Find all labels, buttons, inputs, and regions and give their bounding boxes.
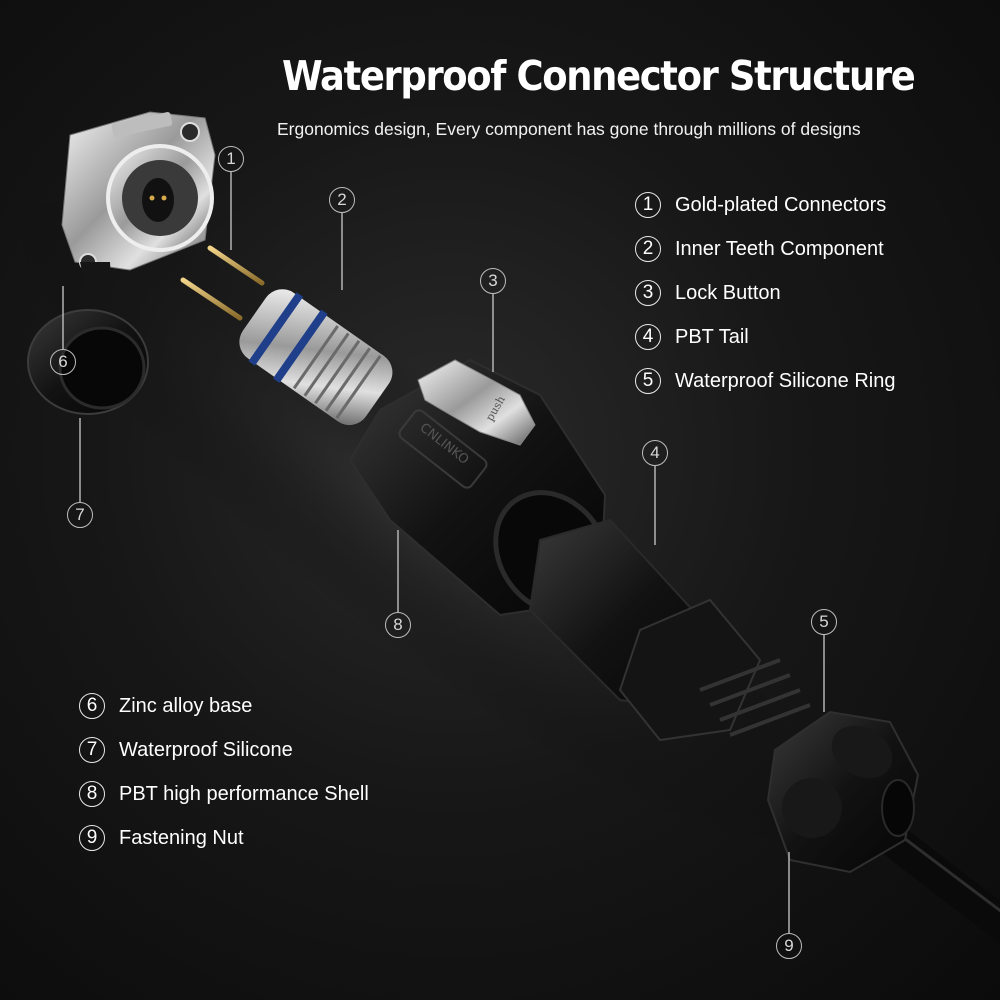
legend-number: 7 <box>79 737 105 763</box>
callout-number: 4 <box>650 443 660 462</box>
legend-number: 5 <box>635 368 661 394</box>
callout-9: 9 <box>776 933 802 959</box>
callout-8: 8 <box>385 612 411 638</box>
callout-number: 5 <box>819 612 829 631</box>
callout-6: 6 <box>50 349 76 375</box>
callout-number: 9 <box>784 936 794 955</box>
legend-number: 8 <box>79 781 105 807</box>
pbt-tail <box>528 518 811 742</box>
callout-number: 3 <box>488 271 498 290</box>
legend-item: 4 PBT Tail <box>635 315 895 359</box>
callout-1: 1 <box>218 146 244 172</box>
legend-item: 3 Lock Button <box>635 271 895 315</box>
gold-pins <box>180 245 265 321</box>
legend-label: Waterproof Silicone Ring <box>675 369 896 392</box>
legend-label: Waterproof Silicone <box>119 738 293 761</box>
callout-4: 4 <box>642 440 668 466</box>
legend-label: Zinc alloy base <box>119 694 253 717</box>
legend-top: 1 Gold-plated Connectors 2 Inner Teeth Com… <box>635 183 895 403</box>
legend-label: PBT high performance Shell <box>119 782 369 805</box>
legend-item: 5 Waterproof Silicone Ring <box>635 359 895 403</box>
legend-number: 6 <box>79 693 105 719</box>
legend-item: 8 PBT high performance Shell <box>79 772 369 816</box>
legend-label: Gold-plated Connectors <box>675 193 887 216</box>
callout-7: 7 <box>67 502 93 528</box>
fastening-nut <box>766 710 920 874</box>
callout-5: 5 <box>811 609 837 635</box>
legend-label: Inner Teeth Component <box>675 237 884 260</box>
callout-number: 6 <box>58 352 68 371</box>
legend-number: 4 <box>635 324 661 350</box>
callout-3: 3 <box>480 268 506 294</box>
legend-label: Lock Button <box>675 281 781 304</box>
legend-label: Fastening Nut <box>119 826 244 849</box>
page-subtitle: Ergonomics design, Every component has g… <box>277 119 861 139</box>
callout-number: 8 <box>393 615 403 634</box>
callout-lines <box>62 172 825 933</box>
callout-number: 7 <box>75 505 85 524</box>
callout-2: 2 <box>329 187 355 213</box>
legend-item: 6 Zinc alloy base <box>79 684 369 728</box>
legend-number: 3 <box>635 280 661 306</box>
legend-number: 9 <box>79 825 105 851</box>
legend-item: 2 Inner Teeth Component <box>635 227 895 271</box>
legend-item: 9 Fastening Nut <box>79 816 369 860</box>
inner-teeth-component <box>239 289 393 426</box>
lock-button: push <box>417 359 536 446</box>
legend-number: 2 <box>635 236 661 262</box>
zinc-alloy-base <box>61 111 216 271</box>
legend-number: 1 <box>635 192 661 218</box>
callout-number: 2 <box>337 190 347 209</box>
legend-item: 7 Waterproof Silicone <box>79 728 369 772</box>
callout-number: 1 <box>226 149 236 168</box>
legend-item: 1 Gold-plated Connectors <box>635 183 895 227</box>
legend-label: PBT Tail <box>675 325 749 348</box>
page-title: Waterproof Connector Structure <box>282 52 916 100</box>
